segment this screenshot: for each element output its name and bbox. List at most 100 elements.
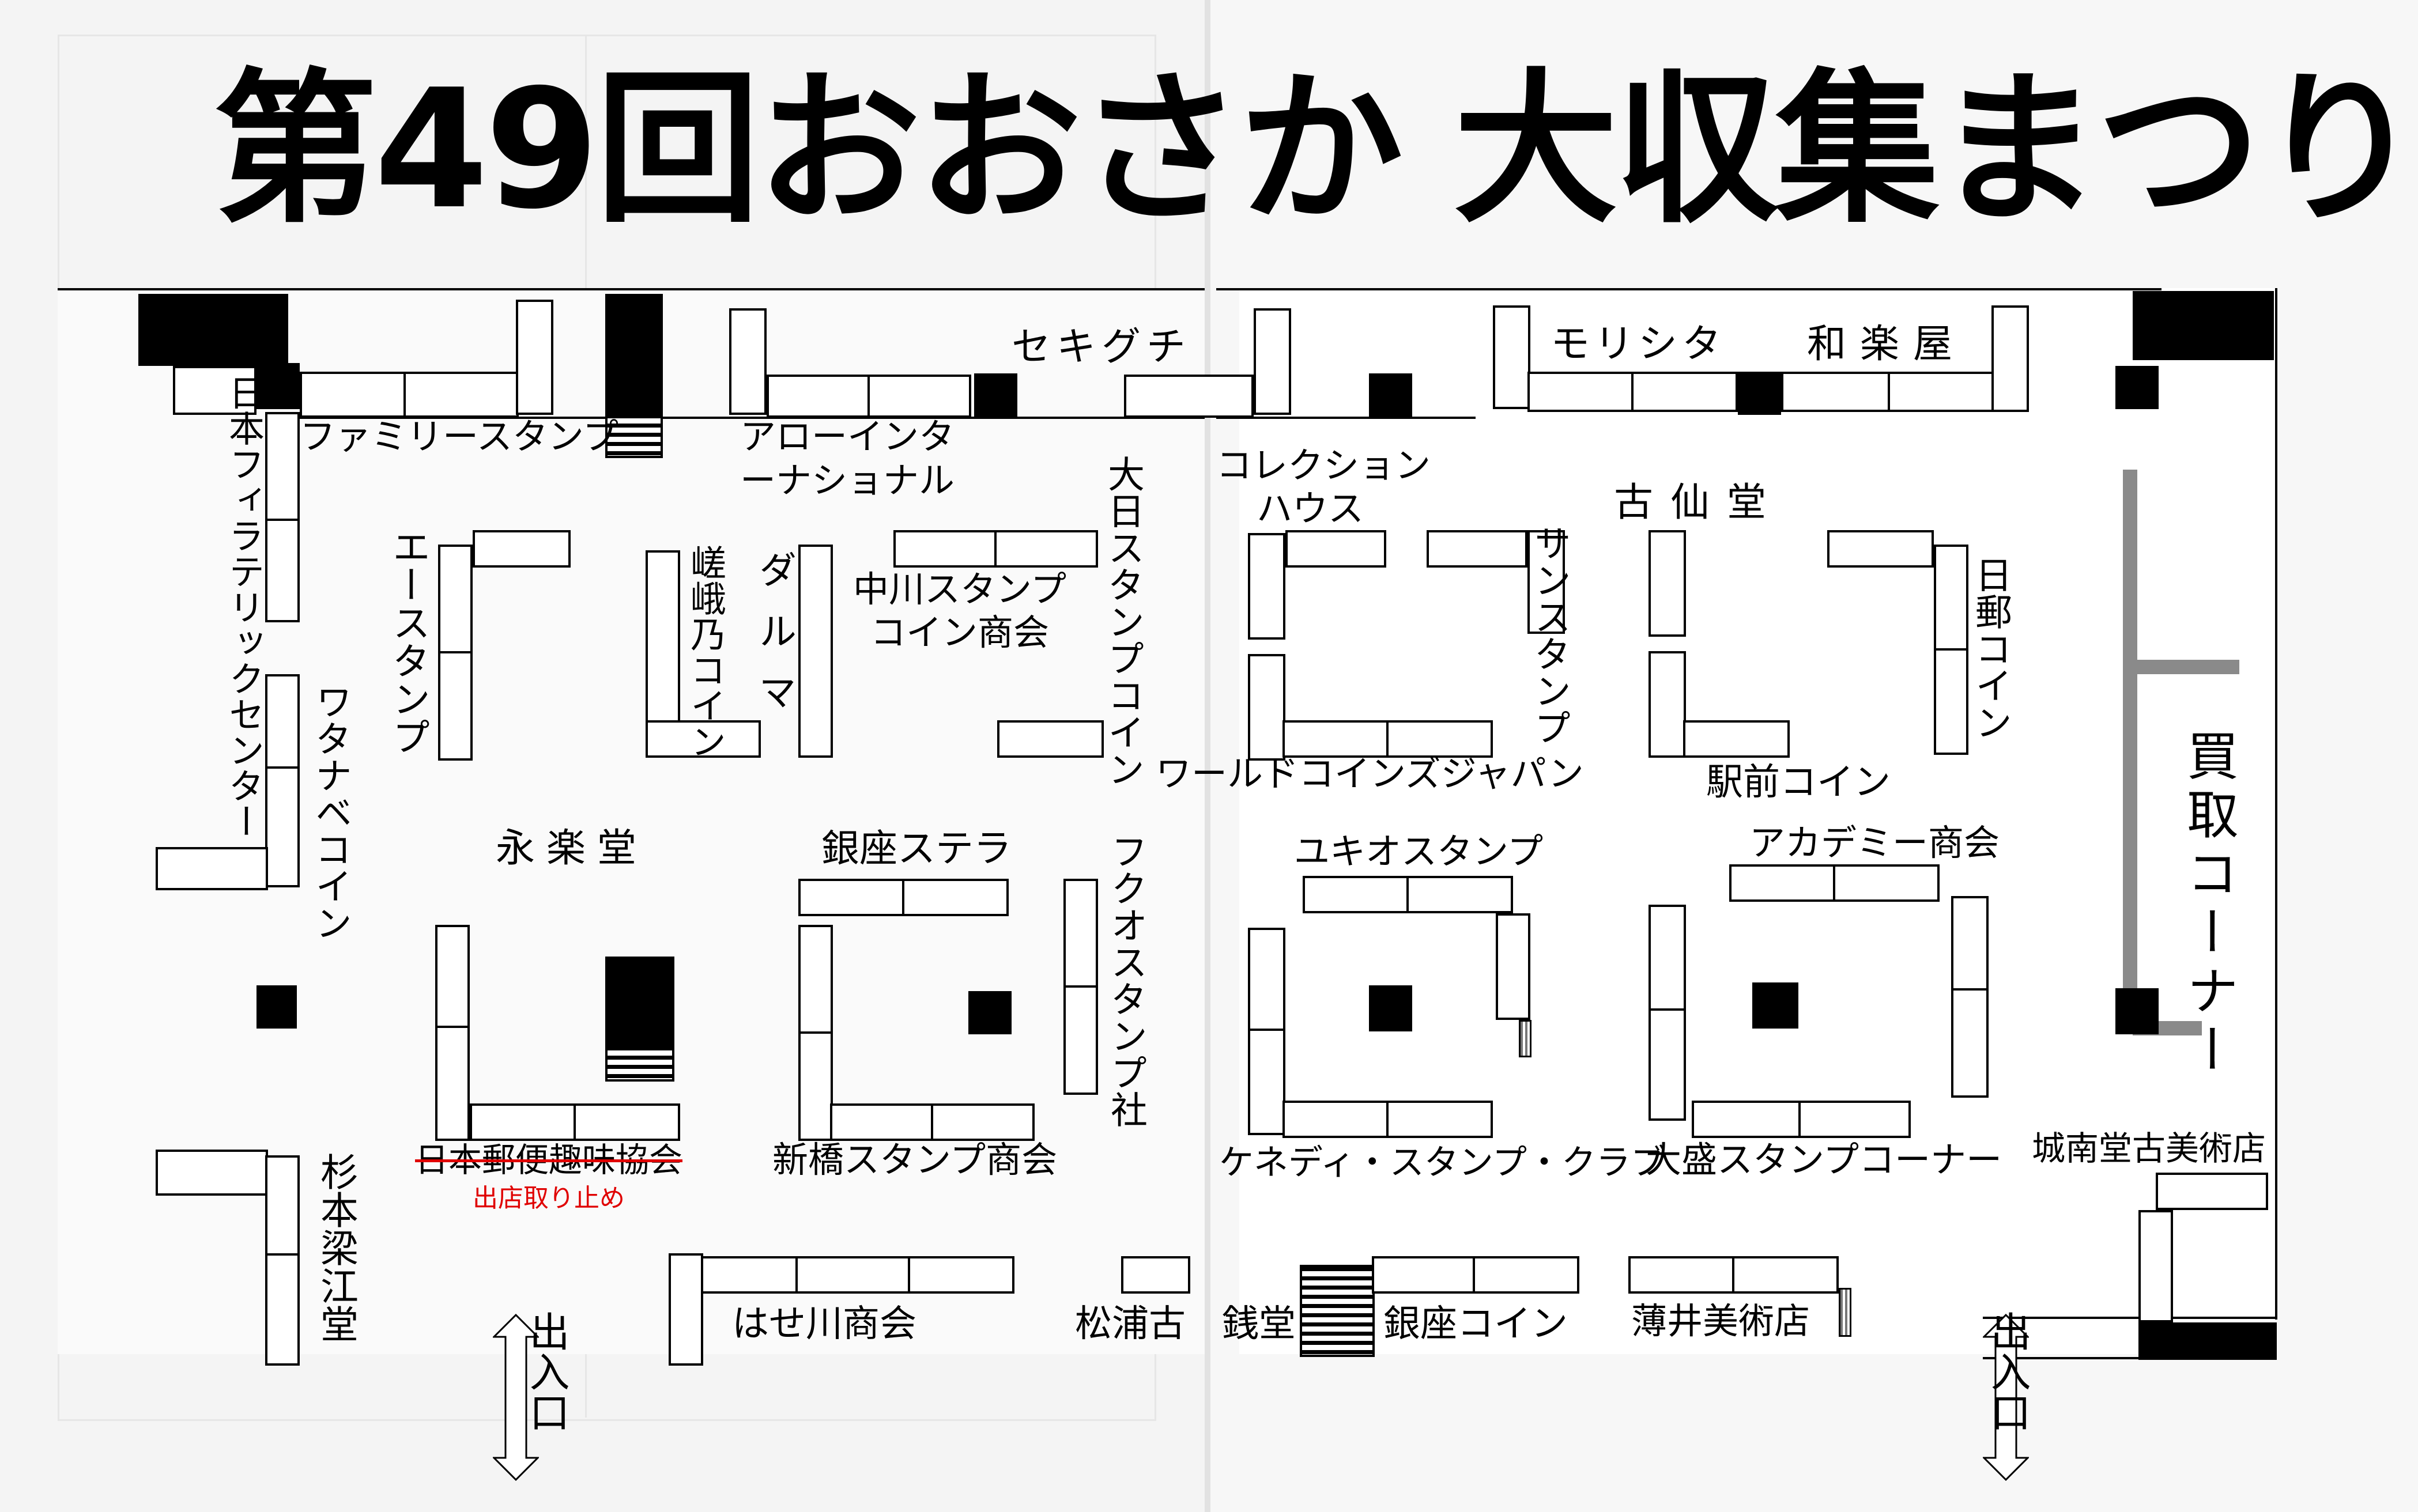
booth-label-academy: アカデミー商会 bbox=[1749, 822, 2000, 864]
booth-label-ginza-coin: 銀座コイン bbox=[1383, 1303, 1568, 1345]
booth-label-nichiyu-coin: 日郵コイン bbox=[1969, 556, 2012, 740]
booth-table bbox=[997, 720, 1104, 758]
black-block bbox=[2133, 291, 2274, 360]
booth-table bbox=[265, 1253, 300, 1366]
booth-table bbox=[1121, 1256, 1190, 1294]
booth-table bbox=[1827, 530, 1934, 568]
striped-block bbox=[1300, 1265, 1375, 1357]
booth-table bbox=[931, 1103, 1035, 1141]
corridor-line bbox=[1216, 417, 1476, 419]
booth-label-daruma: ダルマ bbox=[752, 550, 797, 734]
booth-table bbox=[729, 308, 767, 415]
black-block bbox=[968, 991, 1012, 1034]
booth-table bbox=[798, 925, 833, 1034]
booth-table bbox=[1649, 905, 1686, 1011]
booth-label-nihon-philatelic: 日本フィラテリックセンター bbox=[222, 375, 265, 839]
booth-label-usui: 薄井美術店 bbox=[1631, 1300, 1810, 1342]
booth-table bbox=[1951, 988, 1989, 1098]
booth-table bbox=[994, 530, 1098, 568]
booth-table bbox=[1386, 720, 1493, 758]
booth-table bbox=[1473, 1256, 1579, 1294]
booth-label-collection-house-1: コレクション bbox=[1216, 444, 1431, 486]
booth-label-sugimoto: 杉本梁江堂 bbox=[314, 1152, 359, 1343]
booth-table bbox=[1781, 372, 1891, 412]
double-arrow-icon bbox=[1983, 1314, 2029, 1481]
booth-label-hasegawa: はせ川商会 bbox=[732, 1303, 916, 1345]
black-block bbox=[1369, 373, 1412, 417]
booth-table bbox=[1427, 530, 1527, 568]
booth-label-shinbashi: 新橋スタンプ商会 bbox=[772, 1139, 1058, 1181]
booth-table bbox=[1248, 928, 1285, 1031]
shaded-block bbox=[1519, 1020, 1531, 1057]
booth-table bbox=[265, 1155, 300, 1256]
booth-table bbox=[574, 1103, 680, 1141]
booth-table bbox=[1798, 1101, 1911, 1138]
booth-label-collection-house-2: ハウス bbox=[1257, 487, 1364, 530]
booth-table bbox=[1063, 985, 1098, 1095]
booth-table bbox=[156, 1150, 268, 1196]
booth-table bbox=[1888, 372, 1994, 412]
booth-table bbox=[798, 879, 905, 916]
booth-table bbox=[893, 530, 997, 568]
booth-table bbox=[156, 847, 268, 890]
perimeter-right bbox=[2275, 288, 2277, 1320]
booth-table bbox=[795, 1256, 911, 1294]
booth-table bbox=[1951, 896, 1989, 991]
black-block bbox=[974, 373, 1017, 417]
booth-table bbox=[2138, 1210, 2173, 1322]
booth-label-ekimae-coin: 駅前コイン bbox=[1706, 761, 1891, 804]
booth-table bbox=[798, 545, 833, 758]
corridor-line bbox=[1983, 1317, 2277, 1319]
booth-table bbox=[1649, 651, 1686, 758]
booth-table bbox=[1124, 375, 1254, 418]
booth-table bbox=[516, 300, 553, 415]
booth-label-nihon-yubin: 日本郵便趣味協会 bbox=[415, 1140, 683, 1180]
booth-table bbox=[470, 1103, 576, 1141]
booth-table bbox=[1729, 864, 1836, 902]
booth-label-oomori: 大盛スタンプコーナー bbox=[1646, 1139, 2002, 1181]
booth-table bbox=[1254, 308, 1291, 415]
booth-table bbox=[1991, 305, 2029, 412]
booth-label-kaitori-corner: 買取コーナー bbox=[2178, 729, 2238, 1082]
exit-label: 出入口 bbox=[523, 1311, 570, 1432]
booth-label-kennedy: ケネディ・スタンプ・クラブ bbox=[1219, 1143, 1665, 1183]
booth-table bbox=[1282, 720, 1389, 758]
booth-table bbox=[265, 766, 300, 887]
booth-label-ginza-stella: 銀座ステラ bbox=[821, 826, 1012, 871]
booth-table bbox=[767, 375, 870, 418]
booth-table bbox=[1631, 372, 1738, 412]
black-block bbox=[254, 363, 300, 409]
booth-label-dainichi: 大日スタンプコイン bbox=[1102, 455, 1144, 787]
booth-label-matsuura: 松浦古 bbox=[1075, 1303, 1186, 1345]
booth-table bbox=[1406, 876, 1513, 913]
booth-label-kosendo: 古仙堂 bbox=[1614, 480, 1784, 526]
booth-table bbox=[300, 372, 406, 418]
black-block bbox=[2115, 988, 2159, 1034]
booth-table bbox=[435, 1026, 470, 1141]
booth-table bbox=[1372, 1256, 1476, 1294]
booth-table bbox=[908, 1256, 1014, 1294]
booth-label-family-stamp: ファミリースタンプ bbox=[300, 415, 619, 458]
booth-table bbox=[1496, 913, 1530, 1020]
booth-table bbox=[1248, 654, 1285, 761]
booth-table bbox=[435, 925, 470, 1029]
booth-table bbox=[1527, 530, 1565, 634]
corridor-line bbox=[1983, 1357, 2277, 1359]
booth-table bbox=[1493, 305, 1530, 409]
booth-table bbox=[1527, 372, 1634, 412]
shaded-block bbox=[1839, 1288, 1851, 1337]
booth-table bbox=[265, 412, 300, 521]
booth-label-eirakudo: 永楽堂 bbox=[496, 826, 648, 871]
exit-arrow-right bbox=[1983, 1314, 2029, 1481]
booth-table bbox=[646, 550, 680, 723]
booth-table bbox=[902, 879, 1009, 916]
booth-label-watanabe-coin: ワタナベコイン bbox=[309, 683, 352, 941]
black-block bbox=[1738, 372, 1781, 415]
exit-arrow-left bbox=[493, 1314, 539, 1481]
booth-label-yukio-stamp: ユキオスタンプ bbox=[1294, 830, 1544, 872]
corridor-line bbox=[58, 288, 1205, 290]
booth-table bbox=[867, 375, 971, 418]
booth-table bbox=[265, 674, 300, 769]
booth-table bbox=[1248, 533, 1285, 640]
